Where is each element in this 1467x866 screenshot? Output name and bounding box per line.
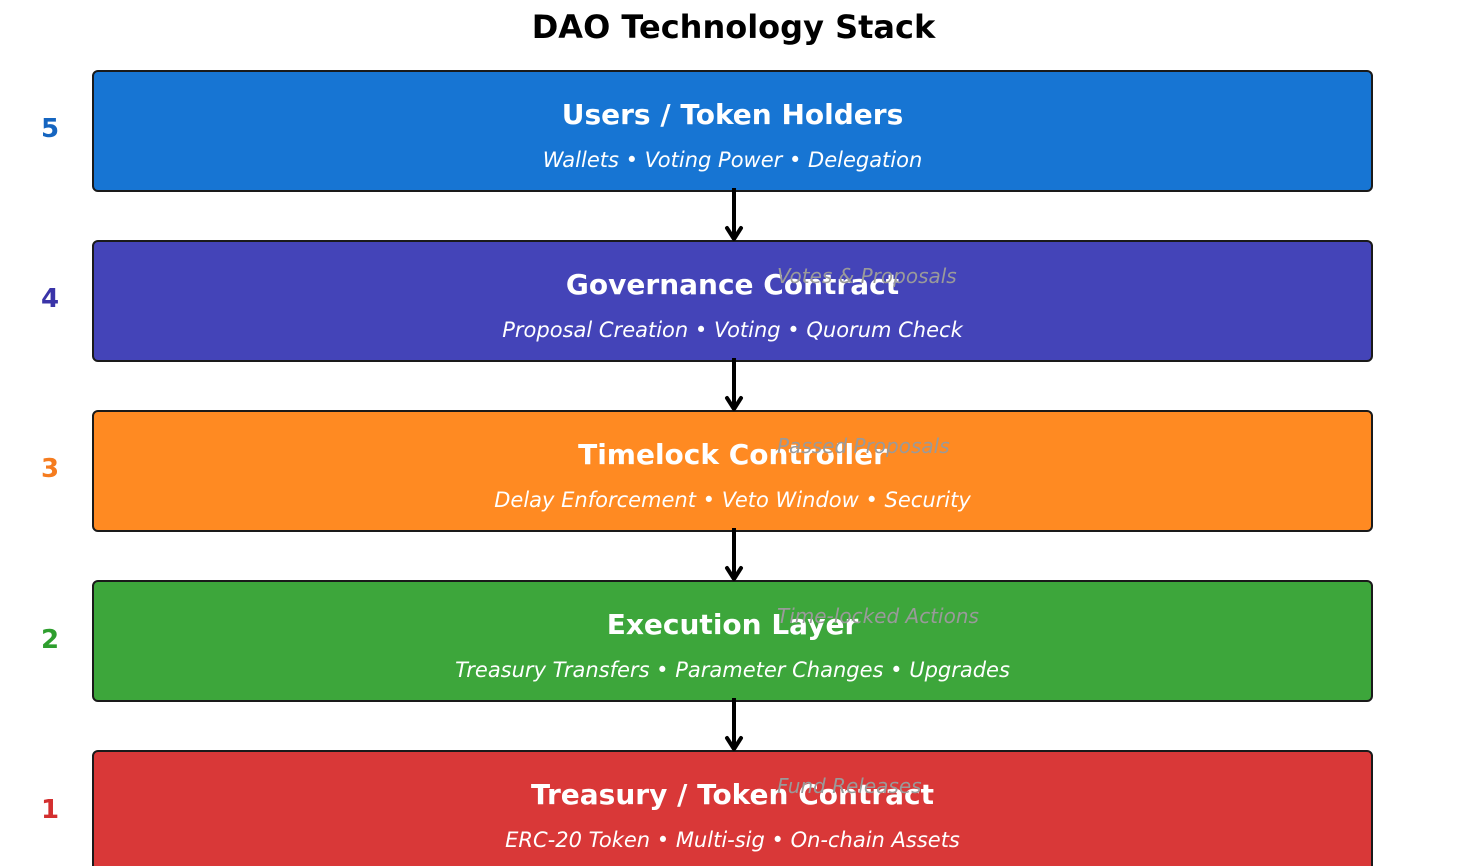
layer-timelock-controller: Timelock Controller Delay Enforcement • … xyxy=(92,410,1373,532)
flow-label: Fund Releases xyxy=(777,774,922,798)
diagram-title: DAO Technology Stack xyxy=(531,8,936,46)
layer-features: Wallets • Voting Power • Delegation xyxy=(542,148,923,172)
layer-title: Timelock Controller xyxy=(578,438,887,471)
flow-arrow-down-icon xyxy=(725,698,743,751)
layer-number-4: 4 xyxy=(40,284,60,314)
flow-arrow-down-icon xyxy=(725,188,743,241)
layer-features: ERC-20 Token • Multi-sig • On-chain Asse… xyxy=(505,828,960,852)
layer-number-3: 3 xyxy=(40,454,60,484)
layer-features: Delay Enforcement • Veto Window • Securi… xyxy=(494,488,971,512)
layer-number-5: 5 xyxy=(40,114,60,144)
flow-arrow-down-icon xyxy=(725,528,743,581)
layer-features: Proposal Creation • Voting • Quorum Chec… xyxy=(502,318,963,342)
layer-features: Treasury Transfers • Parameter Changes •… xyxy=(455,658,1010,682)
layer-title: Execution Layer xyxy=(606,608,859,641)
layer-number-1: 1 xyxy=(40,795,60,825)
layer-title: Governance Contract xyxy=(565,268,900,301)
flow-label: Time-locked Actions xyxy=(777,604,979,628)
layer-users-token-holders: Users / Token Holders Wallets • Voting P… xyxy=(92,70,1373,192)
flow-arrow-down-icon xyxy=(725,358,743,411)
layer-title: Treasury / Token Contract xyxy=(530,778,935,811)
layer-treasury-token-contract: Treasury / Token Contract ERC-20 Token •… xyxy=(92,750,1373,866)
layer-governance-contract: Governance Contract Proposal Creation • … xyxy=(92,240,1373,362)
flow-label: Passed Proposals xyxy=(777,434,950,458)
layer-title: Users / Token Holders xyxy=(561,98,904,131)
layer-number-2: 2 xyxy=(40,625,60,655)
flow-label: Votes & Proposals xyxy=(777,264,957,288)
layer-execution-layer: Execution Layer Treasury Transfers • Par… xyxy=(92,580,1373,702)
